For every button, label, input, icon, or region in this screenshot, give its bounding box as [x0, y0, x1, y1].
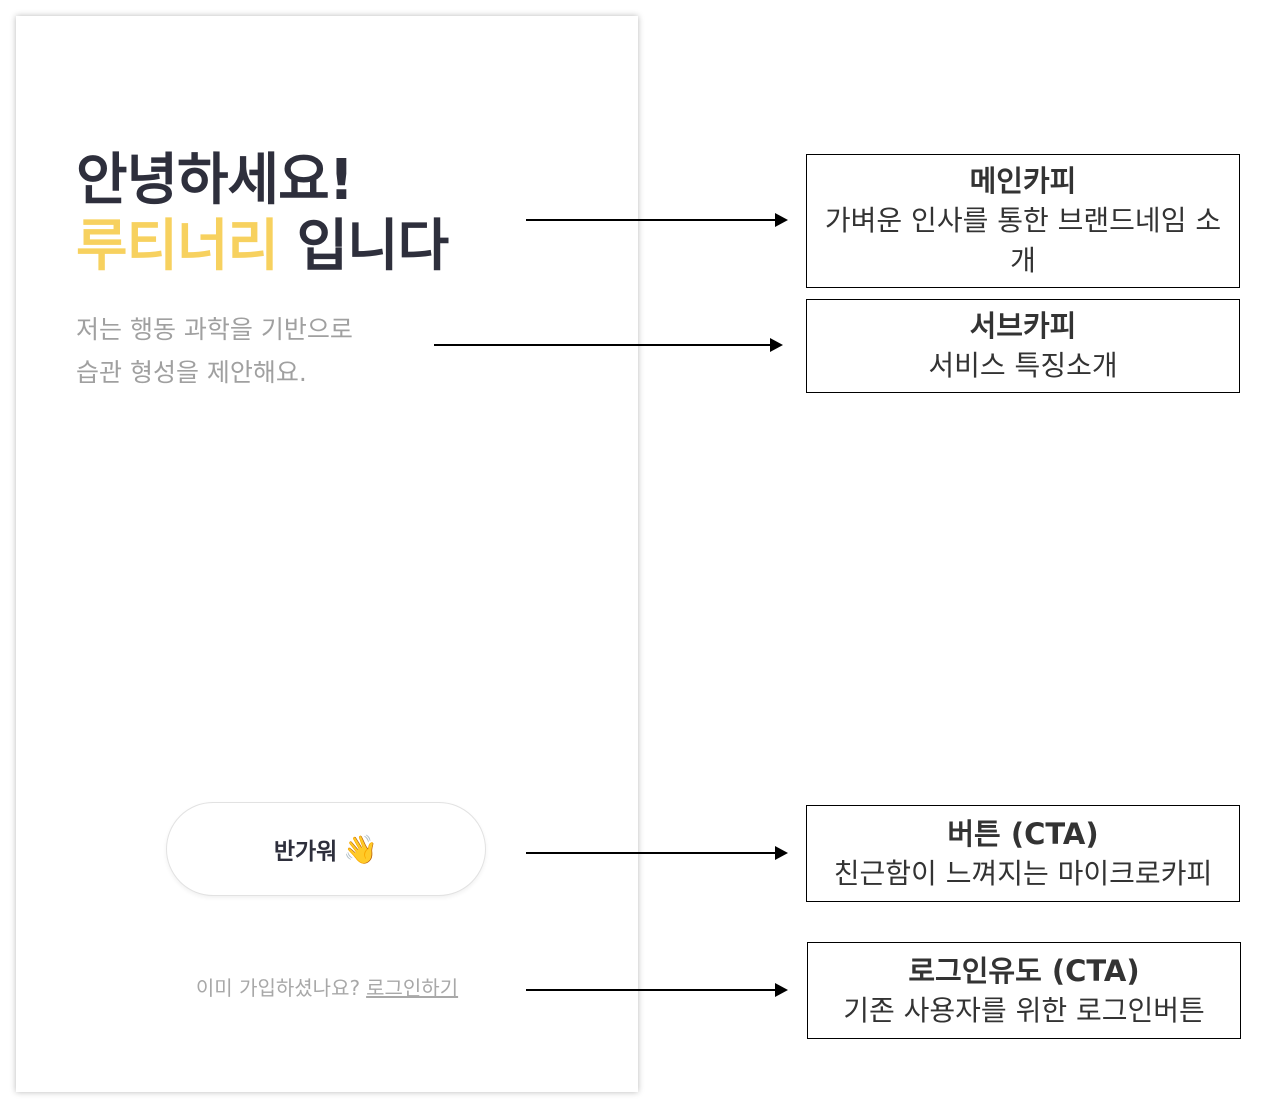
- subcopy-line2: 습관 형성을 제안해요.: [76, 358, 307, 387]
- annotation-cta-button: 버튼 (CTA) 친근함이 느껴지는 마이크로카피: [806, 805, 1240, 902]
- brand-name: 루티너리: [76, 214, 279, 279]
- annotation-title: 서브카피: [969, 309, 1077, 343]
- annotation-main-copy: 메인카피 가벼운 인사를 통한 브랜드네임 소개: [806, 154, 1240, 288]
- arrow-main-copy: [526, 213, 788, 227]
- login-prompt-row: 이미 가입하셨나요?로그인하기: [16, 972, 638, 1001]
- main-copy: 안녕하세요! 루티너리 입니다: [76, 148, 450, 280]
- annotation-login: 로그인유도 (CTA) 기존 사용자를 위한 로그인버튼: [807, 942, 1241, 1039]
- headline-line1: 안녕하세요!: [76, 148, 354, 213]
- waving-hand-icon: 👋: [343, 832, 379, 866]
- annotation-title: 메인카피: [969, 164, 1077, 198]
- annotation-description: 기존 사용자를 위한 로그인버튼: [843, 993, 1205, 1027]
- annotation-title: 로그인유도 (CTA): [908, 953, 1140, 988]
- annotation-description: 친근함이 느껴지는 마이크로카피: [833, 856, 1213, 890]
- annotation-description: 서비스 특징소개: [928, 349, 1118, 382]
- subcopy-line1: 저는 행동 과학을 기반으로: [76, 315, 353, 344]
- login-link[interactable]: 로그인하기: [366, 976, 459, 1000]
- cta-button-label: 반가워: [273, 839, 338, 865]
- greeting-cta-button[interactable]: 반가워 👋: [166, 802, 486, 896]
- headline-line2-rest: 입니다: [278, 214, 450, 279]
- onboarding-screen: 안녕하세요! 루티너리 입니다 저는 행동 과학을 기반으로 습관 형성을 제안…: [16, 16, 638, 1092]
- login-prompt-text: 이미 가입하셨나요?: [195, 976, 361, 1000]
- annotation-sub-copy: 서브카피 서비스 특징소개: [806, 299, 1240, 393]
- annotation-description: 가벼운 인사를 통한 브랜드네임 소개: [824, 204, 1222, 277]
- sub-copy: 저는 행동 과학을 기반으로 습관 형성을 제안해요.: [76, 308, 353, 394]
- arrow-login: [526, 983, 788, 997]
- arrow-cta-button: [526, 846, 788, 860]
- arrow-sub-copy: [434, 338, 783, 352]
- annotation-title: 버튼 (CTA): [947, 816, 1099, 851]
